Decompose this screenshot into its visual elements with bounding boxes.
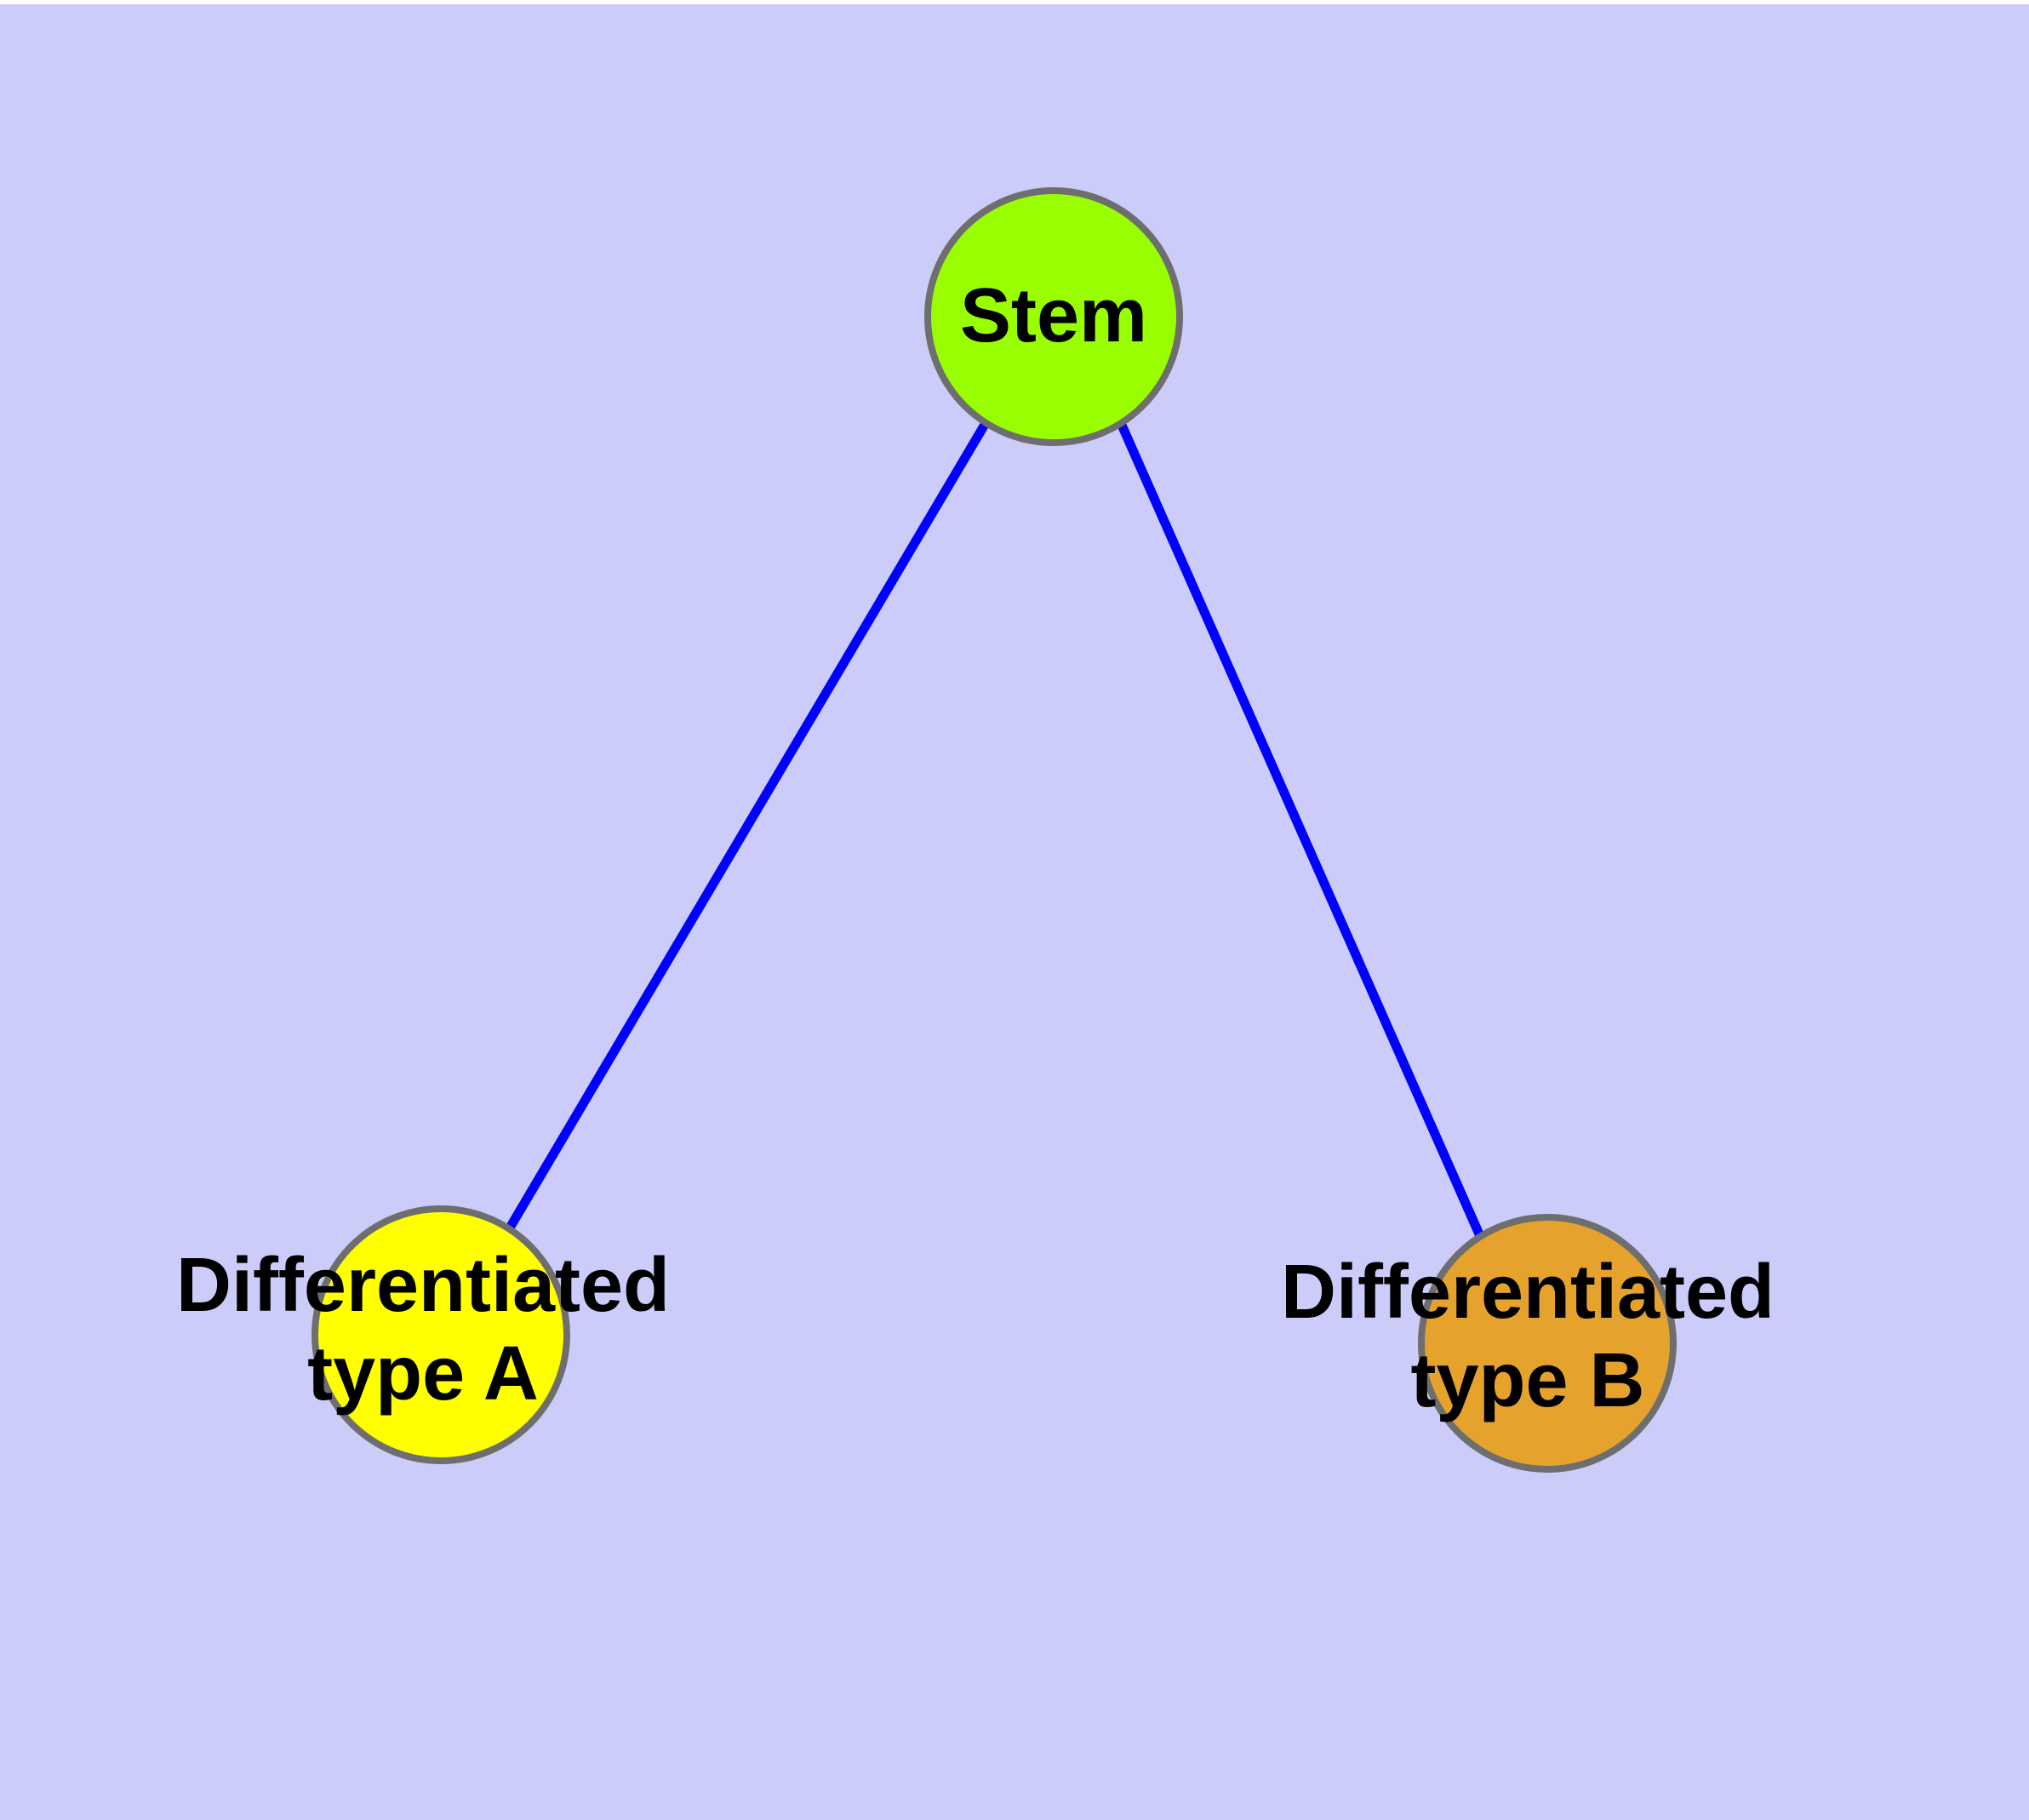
node-differentiated-type-b[interactable]: Differentiated type B <box>1281 1214 1775 1473</box>
edge-stem-to-differentiated-b[interactable] <box>1116 421 1485 1239</box>
edge-stem-to-differentiated-a[interactable] <box>505 421 990 1232</box>
node-differentiated-type-a-circle[interactable] <box>311 1205 570 1464</box>
node-stem[interactable]: Stem <box>924 187 1183 446</box>
node-differentiated-type-b-label-line2: type B <box>1410 1338 1644 1423</box>
node-differentiated-type-a-label-line1: Differentiated <box>176 1243 670 1328</box>
node-differentiated-type-a-label-line2: type A <box>307 1331 539 1417</box>
node-stem-label: Stem <box>960 273 1147 358</box>
node-differentiated-type-b-circle[interactable] <box>1418 1214 1677 1473</box>
top-white-strip <box>0 0 2029 4</box>
node-differentiated-type-b-label-line1: Differentiated <box>1281 1250 1775 1335</box>
node-differentiated-type-a[interactable]: Differentiated type A <box>176 1205 670 1464</box>
node-stem-circle[interactable] <box>924 187 1183 446</box>
edge-group <box>505 421 1485 1239</box>
